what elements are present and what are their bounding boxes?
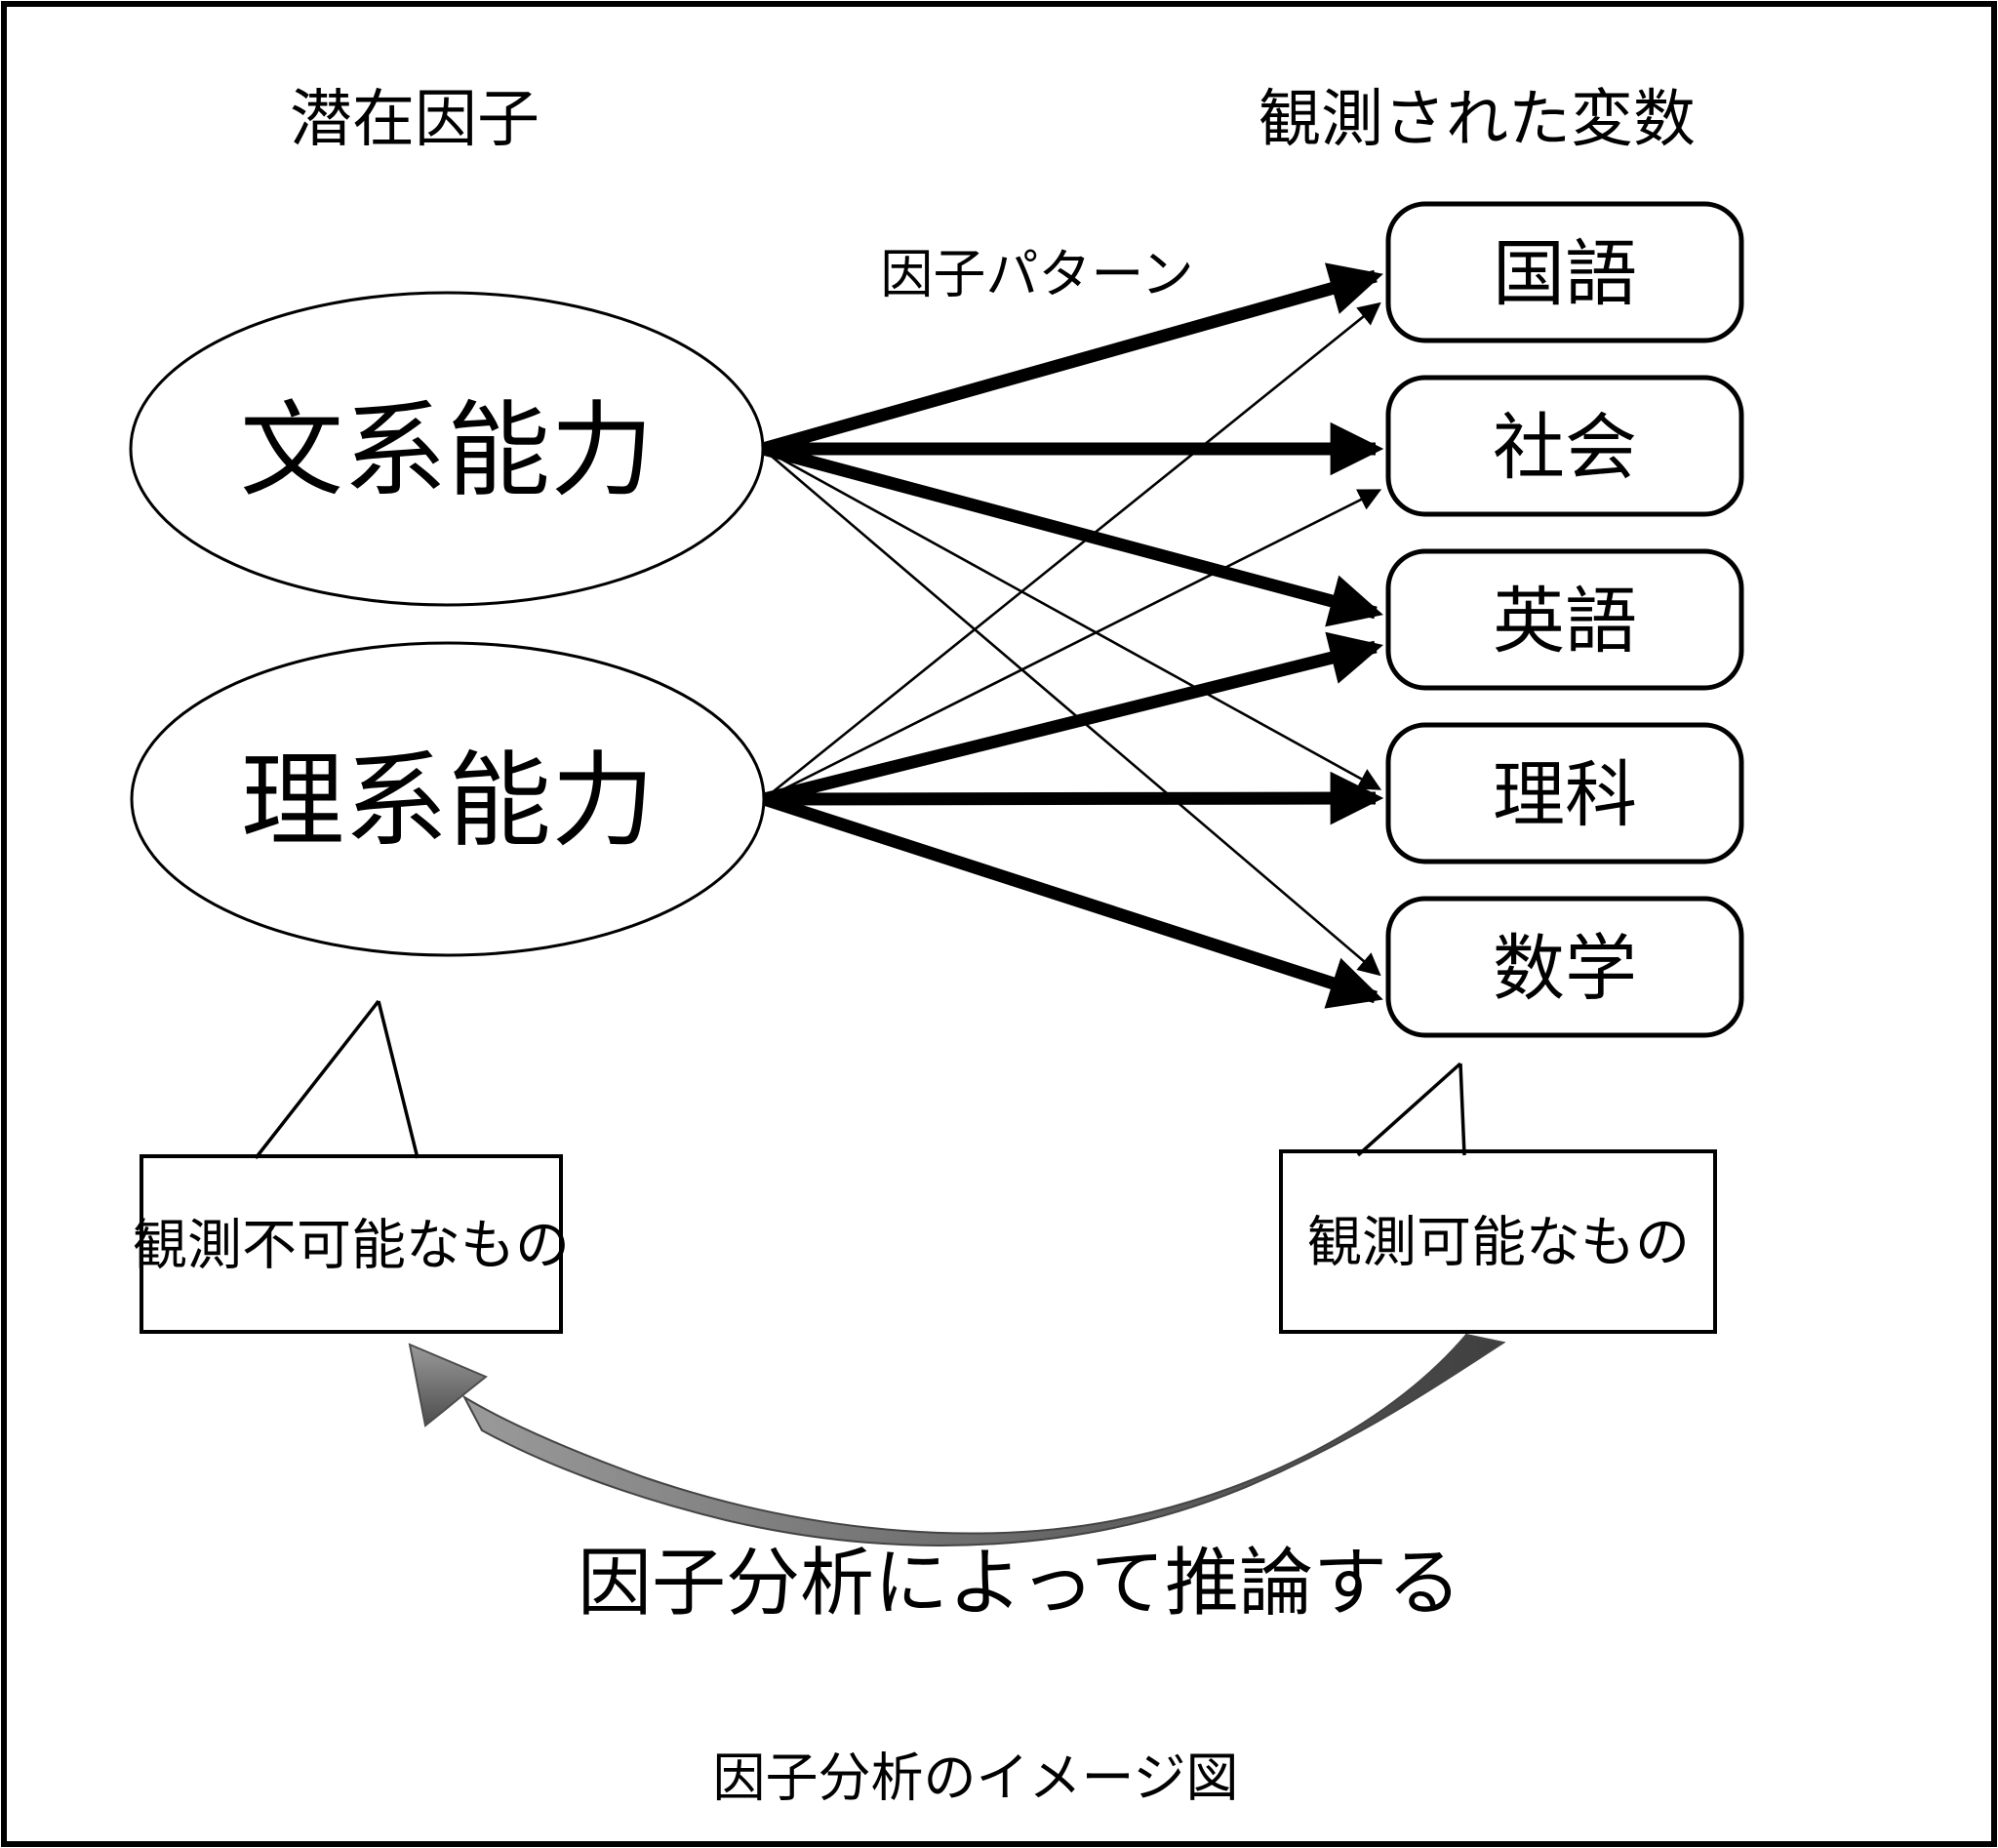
left-callout-tail (252, 997, 421, 1152)
left-callout: 観測不可能なもの (133, 997, 570, 1334)
factor-ellipse-rikei (130, 641, 766, 957)
subject-box-shakai (1385, 375, 1744, 517)
subject-label-shakai: 社会 (1493, 406, 1637, 490)
subject-box-eigo (1385, 548, 1744, 691)
curved-arrow-head (408, 1343, 488, 1427)
edge-factor0-subject4-weak (762, 448, 1381, 977)
right-callout-label: 観測可能なもの (1307, 1212, 1690, 1275)
inference-label: 因子分析によって推論する (578, 1540, 1461, 1627)
left-callout-label: 観測不可能なもの (133, 1215, 570, 1278)
edges-group (761, 262, 1384, 1009)
factor-label-bunkei: 文系能力 (240, 391, 654, 511)
factor-label-rikei: 理系能力 (241, 742, 655, 862)
right-column-title: 観測された変数 (1259, 84, 1696, 156)
subject-boxes: 国語 社会 英語 理科 数学 (1385, 201, 1744, 1038)
subject-box-sugaku (1385, 896, 1744, 1038)
edge-factor1-subject1-weak (763, 489, 1382, 801)
subject-box-kokugo (1385, 201, 1744, 343)
factor-pattern-label: 因子パターン (880, 244, 1193, 305)
curved-arrow-band (461, 1333, 1506, 1547)
edge-factor1-subject2-strong (762, 631, 1383, 806)
left-column-title: 潜在因子 (290, 84, 539, 156)
right-callout-box (1279, 1149, 1717, 1334)
edge-factor0-subject2-strong (761, 442, 1383, 627)
edge-factor0-subject3-weak (762, 447, 1382, 790)
inference-curved-arrow (408, 1333, 1506, 1547)
subject-label-eigo: 英語 (1493, 580, 1637, 663)
right-callout: 観測可能なもの (1279, 1060, 1717, 1334)
subject-label-kokugo: 国語 (1493, 232, 1637, 316)
edge-factor0-subject0-strong (761, 262, 1383, 456)
edge-factor1-subject4-strong (761, 792, 1383, 1009)
subject-label-sugaku: 数学 (1493, 927, 1637, 1011)
subject-label-rika: 理科 (1493, 753, 1637, 837)
left-callout-tail-outline (254, 999, 420, 1160)
left-callout-box (140, 1154, 563, 1334)
right-callout-tail-outline (1356, 1062, 1466, 1157)
diagram-caption: 因子分析のイメージ図 (713, 1748, 1239, 1809)
edge-factor1-subject3-strong (763, 771, 1384, 825)
edge-factor1-subject0-weak (763, 301, 1381, 801)
factor-ellipse-bunkei (129, 291, 765, 607)
subject-box-rika (1385, 722, 1744, 864)
